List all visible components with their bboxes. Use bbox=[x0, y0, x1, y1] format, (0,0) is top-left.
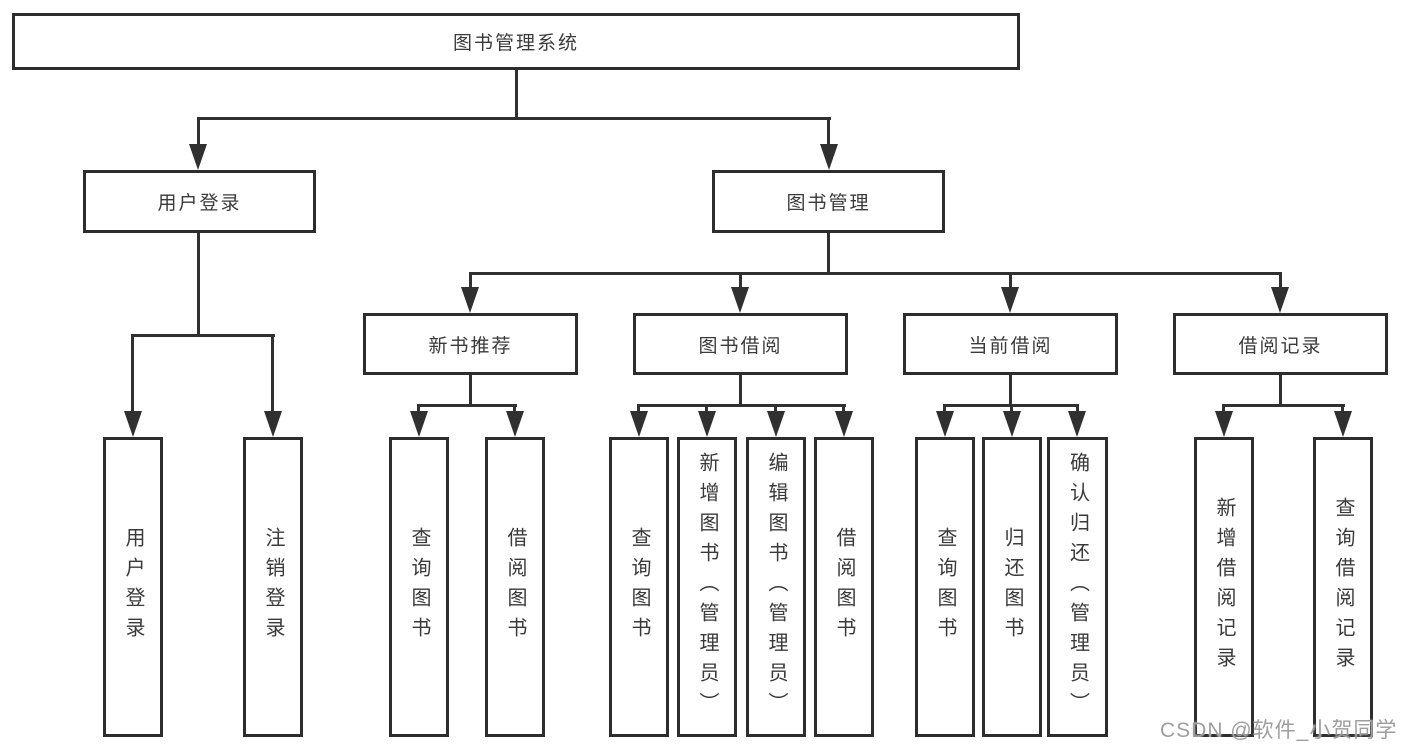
arrow-down-icon bbox=[1001, 287, 1019, 313]
node-label: 新增图书（管理员） bbox=[696, 452, 718, 722]
connector-line bbox=[131, 334, 134, 413]
arrow-down-icon bbox=[767, 411, 785, 437]
arrow-down-icon bbox=[1271, 287, 1289, 313]
node-label: 图书管理 bbox=[786, 193, 871, 214]
node-label: 借阅图书 bbox=[833, 527, 855, 647]
arrow-down-icon bbox=[1003, 411, 1021, 437]
node-new-book-recommendation: 新书推荐 bbox=[363, 313, 578, 375]
arrow-down-icon bbox=[731, 287, 749, 313]
arrow-down-icon bbox=[410, 411, 428, 437]
connector-line bbox=[827, 117, 830, 147]
arrow-down-icon bbox=[835, 411, 853, 437]
node-user-login: 用户登录 bbox=[83, 170, 316, 233]
node-root-system: 图书管理系统 bbox=[12, 13, 1020, 70]
arrow-down-icon bbox=[1334, 411, 1352, 437]
arrow-down-icon bbox=[698, 411, 716, 437]
connector-line bbox=[469, 272, 1282, 275]
connector-line bbox=[1279, 272, 1282, 289]
connector-line bbox=[1009, 375, 1012, 406]
connector-line bbox=[271, 334, 274, 413]
node-label: 用户登录 bbox=[157, 193, 242, 214]
connector-line bbox=[827, 233, 830, 274]
node-label: 查询图书 bbox=[934, 527, 956, 647]
node-leaf-logout: 注销登录 bbox=[243, 437, 303, 737]
node-leaf-confirm-return-admin: 确认归还（管理员） bbox=[1047, 437, 1108, 737]
node-label: 新书推荐 bbox=[428, 335, 513, 357]
connector-line bbox=[774, 404, 777, 414]
node-label: 查询图书 bbox=[408, 527, 430, 647]
connector-line bbox=[739, 375, 742, 406]
arrow-down-icon bbox=[264, 411, 282, 437]
connector-line bbox=[197, 117, 200, 147]
node-label: 查询图书 bbox=[628, 527, 650, 647]
connector-line bbox=[1222, 404, 1225, 414]
node-borrowing-records: 借阅记录 bbox=[1173, 313, 1388, 375]
node-label: 编辑图书（管理员） bbox=[765, 452, 787, 722]
node-label: 借阅图书 bbox=[504, 527, 526, 647]
node-current-borrowing: 当前借阅 bbox=[903, 313, 1118, 375]
node-book-borrowing: 图书借阅 bbox=[633, 313, 848, 375]
connector-line bbox=[469, 375, 472, 406]
connector-line bbox=[943, 404, 946, 414]
connector-line bbox=[1341, 404, 1344, 414]
arrow-down-icon bbox=[1068, 411, 1086, 437]
node-leaf-borrow-books: 借阅图书 bbox=[814, 437, 874, 737]
connector-line bbox=[197, 233, 200, 336]
node-leaf-query-books-recommend: 查询图书 bbox=[389, 437, 449, 737]
connector-line bbox=[637, 404, 640, 414]
connector-line bbox=[637, 404, 846, 407]
connector-line bbox=[739, 272, 742, 289]
node-leaf-add-books-admin: 新增图书（管理员） bbox=[677, 437, 737, 737]
node-label: 新增借阅记录 bbox=[1213, 497, 1235, 677]
connector-line bbox=[705, 404, 708, 414]
node-label: 当前借阅 bbox=[968, 335, 1053, 357]
node-label: 确认归还（管理员） bbox=[1066, 452, 1089, 722]
node-leaf-borrow-books-recommend: 借阅图书 bbox=[485, 437, 545, 737]
node-label: 借阅记录 bbox=[1238, 335, 1323, 357]
node-leaf-query-books-current: 查询图书 bbox=[915, 437, 975, 737]
node-leaf-user-login: 用户登录 bbox=[103, 437, 163, 737]
connector-line bbox=[842, 404, 845, 414]
node-leaf-add-borrow-record: 新增借阅记录 bbox=[1194, 437, 1254, 737]
connector-line bbox=[417, 404, 517, 407]
arrow-down-icon bbox=[936, 411, 954, 437]
connector-line bbox=[417, 404, 420, 414]
connector-line bbox=[513, 404, 516, 414]
connector-line bbox=[1076, 404, 1079, 414]
arrow-down-icon bbox=[461, 287, 479, 313]
arrow-down-icon bbox=[630, 411, 648, 437]
connector-line bbox=[469, 272, 472, 289]
connector-line bbox=[197, 117, 831, 120]
arrow-down-icon bbox=[820, 144, 838, 170]
connector-line bbox=[1009, 272, 1012, 289]
arrow-down-icon bbox=[189, 144, 207, 170]
arrow-down-icon bbox=[124, 411, 142, 437]
node-leaf-return-books: 归还图书 bbox=[982, 437, 1042, 737]
node-label: 归还图书 bbox=[1001, 527, 1023, 647]
node-label: 图书借阅 bbox=[698, 335, 783, 357]
node-label: 用户登录 bbox=[122, 527, 144, 647]
node-label: 注销登录 bbox=[262, 527, 284, 647]
arrow-down-icon bbox=[506, 411, 524, 437]
node-leaf-query-books-borrowing: 查询图书 bbox=[609, 437, 669, 737]
connector-line bbox=[131, 334, 275, 337]
connector-line bbox=[1010, 404, 1013, 414]
connector-line bbox=[515, 70, 518, 120]
node-book-management: 图书管理 bbox=[712, 170, 945, 233]
connector-line bbox=[1279, 375, 1282, 406]
node-label: 查询借阅记录 bbox=[1332, 497, 1354, 677]
node-leaf-query-borrow-record: 查询借阅记录 bbox=[1313, 437, 1373, 737]
connector-line bbox=[1222, 404, 1345, 407]
node-leaf-edit-books-admin: 编辑图书（管理员） bbox=[746, 437, 806, 737]
watermark-text: CSDN @软件_小贺同学 bbox=[1160, 719, 1398, 742]
node-label: 图书管理系统 bbox=[452, 33, 579, 54]
arrow-down-icon bbox=[1215, 411, 1233, 437]
